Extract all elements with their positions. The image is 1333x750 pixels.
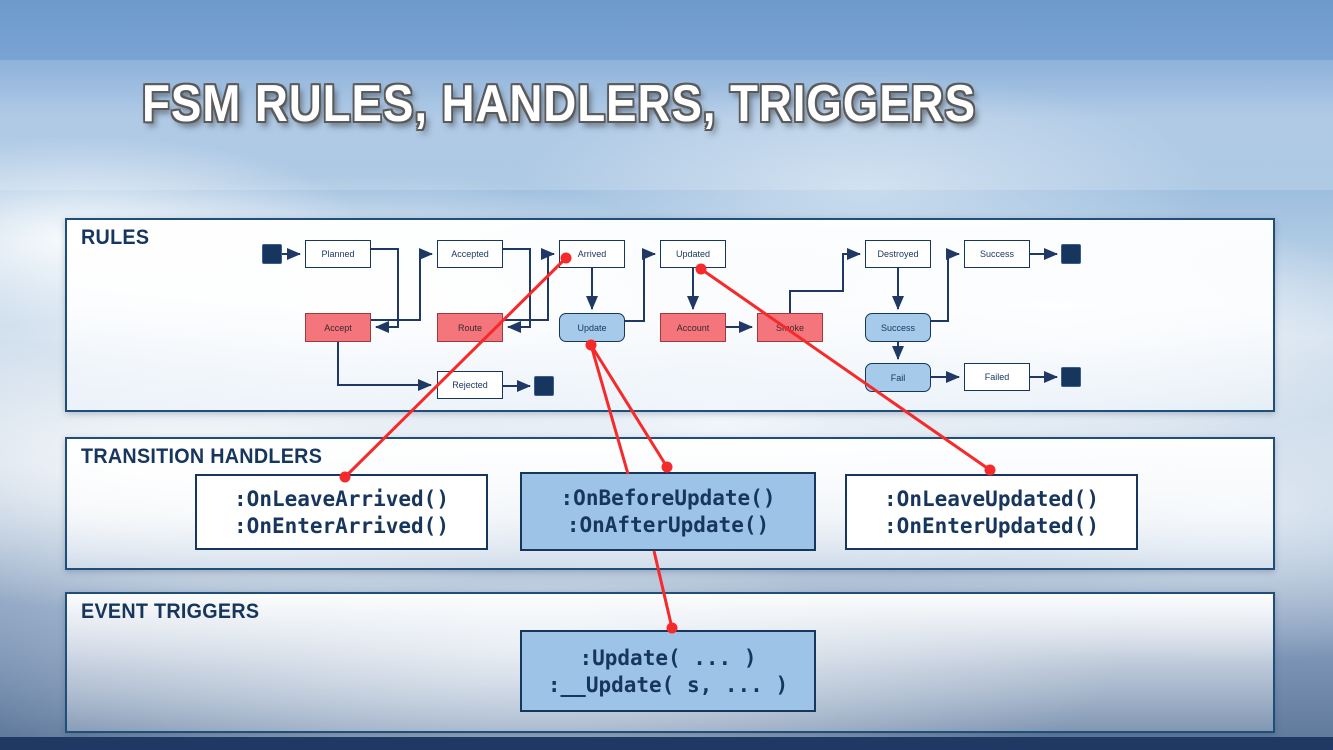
state-rejected: Rejected (437, 371, 503, 399)
state-arrived: Arrived (559, 240, 625, 268)
handler-box-updated: :OnLeaveUpdated() :OnEnterUpdated() (845, 474, 1138, 550)
transition-account: Account (660, 313, 726, 342)
handler-line: :OnEnterArrived() (234, 513, 449, 538)
handler-line: :OnLeaveArrived() (234, 486, 449, 511)
state-updated: Updated (660, 240, 726, 268)
state-destroyed: Destroyed (865, 240, 931, 268)
handler-line: :OnAfterUpdate() (566, 513, 770, 537)
rules-panel-label: RULES (81, 226, 150, 249)
trigger-line: :__Update( s, ... ) (547, 672, 789, 697)
handler-line: :OnEnterUpdated() (884, 513, 1099, 538)
handler-line: :OnLeaveUpdated() (884, 486, 1099, 511)
trigger-line: :Update( ... ) (579, 645, 757, 670)
handler-box-update: :OnBeforeUpdate() :OnAfterUpdate() (520, 472, 816, 551)
transition-route: Route (437, 313, 503, 342)
state-accepted: Accepted (437, 240, 503, 268)
bottom-bar (0, 737, 1333, 750)
event-triggers-label: EVENT TRIGGERS (81, 600, 260, 623)
start-node-marker (262, 244, 282, 264)
end-node-marker-failed (1061, 367, 1081, 387)
transition-fail: Fail (865, 363, 931, 392)
title-band (0, 60, 1333, 190)
slide-title: FSM RULES, HANDLERS, TRIGGERS (142, 75, 976, 133)
state-failed: Failed (964, 363, 1030, 391)
transition-success: Success (865, 313, 931, 342)
state-success: Success (964, 240, 1030, 268)
transition-smoke: Smoke (757, 313, 823, 342)
end-node-marker-success (1061, 244, 1081, 264)
state-planned: Planned (305, 240, 371, 268)
handler-line: :OnBeforeUpdate() (560, 486, 776, 510)
transition-accept: Accept (305, 313, 371, 342)
trigger-box-update: :Update( ... ) :__Update( s, ... ) (520, 630, 816, 712)
transition-handlers-label: TRANSITION HANDLERS (81, 445, 323, 468)
transition-update: Update (559, 313, 625, 342)
end-node-marker-rejected (534, 376, 554, 396)
handler-box-arrived: :OnLeaveArrived() :OnEnterArrived() (195, 474, 488, 550)
